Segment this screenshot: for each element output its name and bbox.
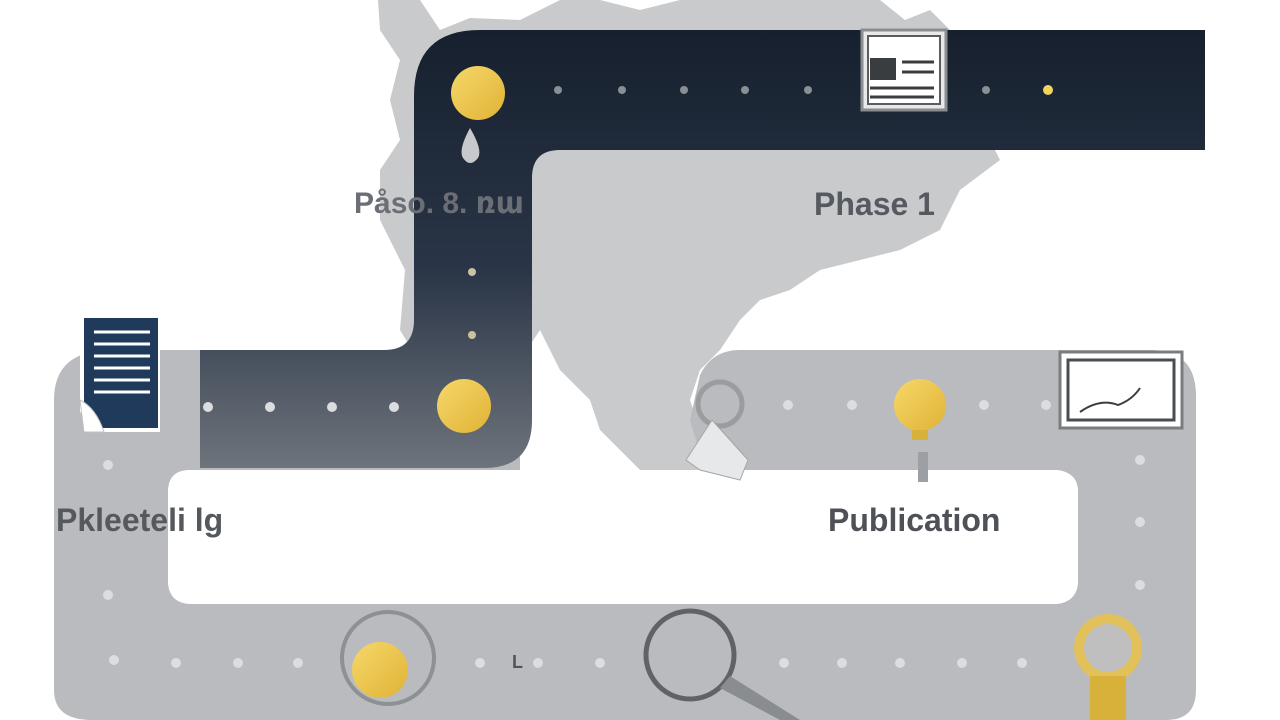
coin-icon: [437, 379, 491, 433]
document-icon: [79, 305, 160, 433]
drop-pin-icon: [461, 128, 480, 163]
coin-icon: [340, 610, 436, 706]
coin-icon: [451, 66, 505, 120]
publication-label: Publication: [828, 502, 1001, 538]
stray-letter: L: [512, 652, 523, 672]
phase-1-label: Phase 1: [814, 186, 935, 222]
inner-panel: [168, 470, 1078, 604]
top-band-dots: [554, 85, 1053, 95]
phase-label-left: Pkleeteli lg: [56, 502, 224, 538]
magnifier-icon: [643, 608, 800, 720]
coin-icon: [894, 379, 946, 482]
dark-path: [200, 30, 1205, 468]
vertical-dots: [468, 268, 476, 339]
certificate-icon: [1058, 350, 1184, 430]
seal-medal-icon: [1074, 614, 1142, 720]
phase-label-top: Påso. 8. ռա: [354, 187, 524, 220]
magnifier-icon: [685, 379, 749, 481]
left-track-dots: [103, 400, 1145, 668]
newspaper-icon: [860, 28, 948, 112]
